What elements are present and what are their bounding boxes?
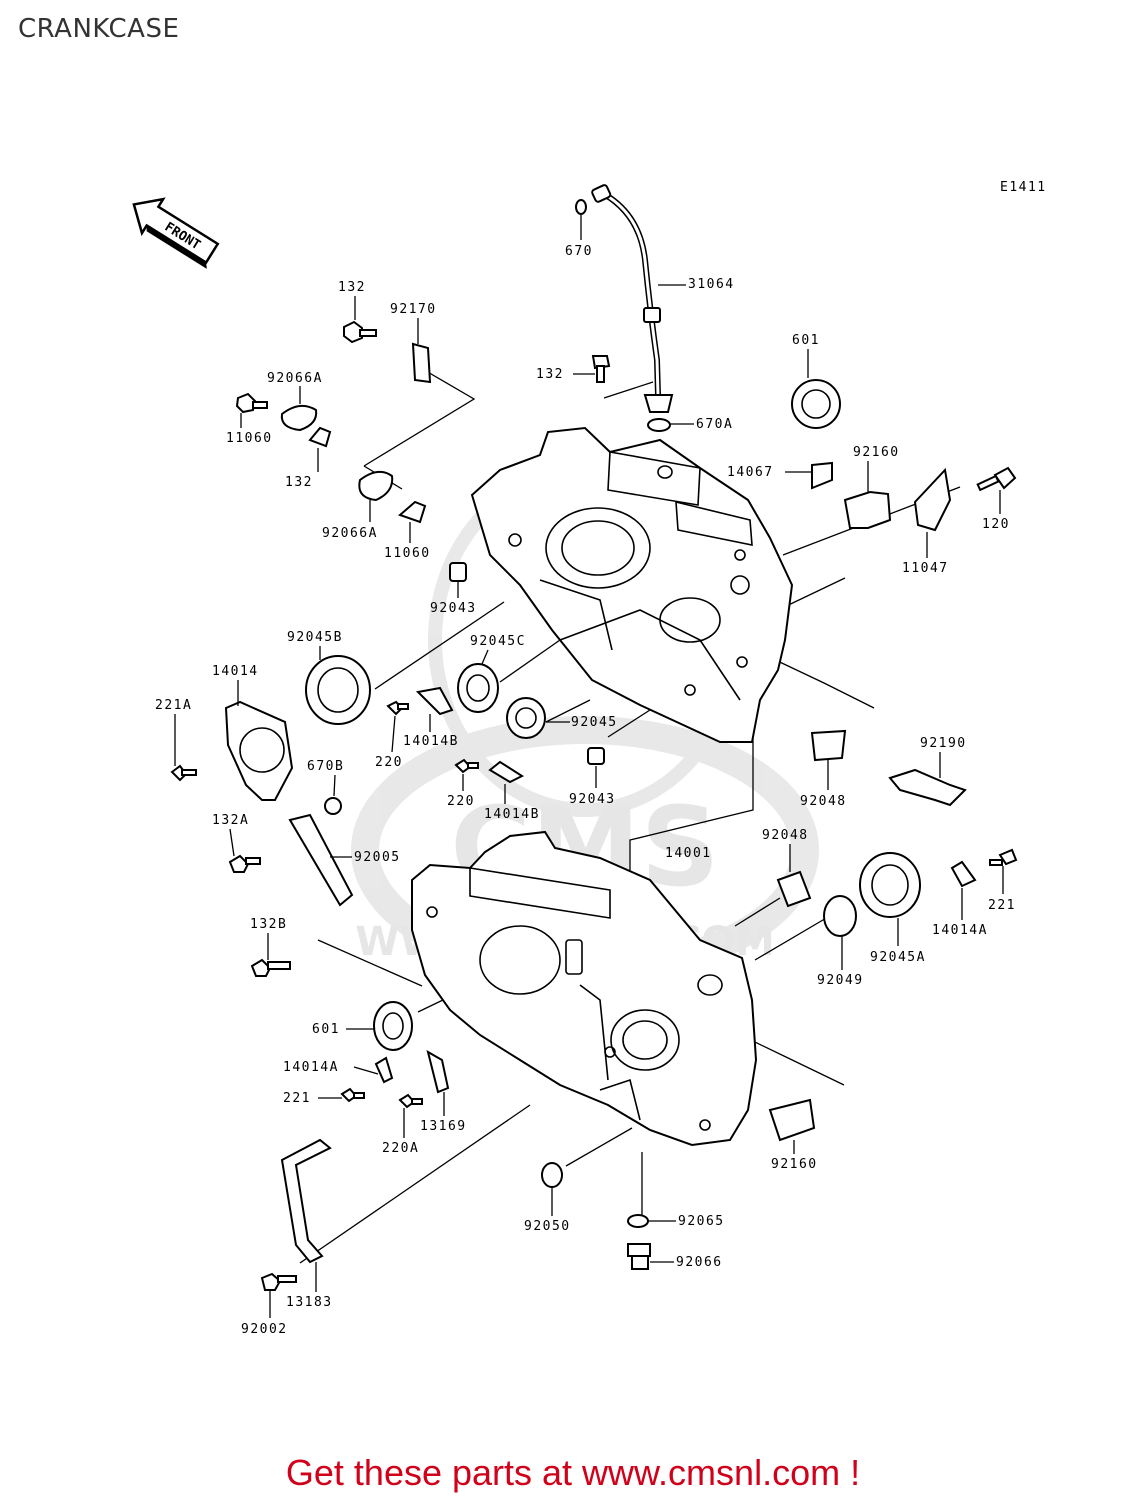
part-callout: 601 xyxy=(792,333,820,348)
part-callout: 14014 xyxy=(212,664,259,679)
part-callout: 92002 xyxy=(241,1322,288,1337)
callout-leaders xyxy=(174,215,1004,1318)
part-callout: 220 xyxy=(447,794,475,809)
part-callout: 132A xyxy=(212,813,249,828)
part-callout: 92066 xyxy=(676,1255,723,1270)
part-callout: 92160 xyxy=(853,445,900,460)
upper-crankcase-half xyxy=(470,426,794,743)
part-callout: 132 xyxy=(285,475,313,490)
part-callout: 92065 xyxy=(678,1214,725,1229)
part-callout: 11060 xyxy=(384,546,431,561)
part-callout: 221 xyxy=(283,1091,311,1106)
page-title: CRANKCASE xyxy=(18,14,180,44)
part-callout: 601 xyxy=(312,1022,340,1037)
part-callout: 13183 xyxy=(286,1295,333,1310)
part-callout: 670 xyxy=(565,244,593,259)
part-callout: 221A xyxy=(155,698,192,713)
part-callout: 14014A xyxy=(932,923,988,938)
part-callout: 92048 xyxy=(762,828,809,843)
cmsnl-footer-link[interactable]: Get these parts at www.cmsnl.com ! xyxy=(285,1452,861,1493)
part-callout: 13169 xyxy=(420,1119,467,1134)
small-parts xyxy=(170,199,1018,1291)
part-callout: 31064 xyxy=(688,277,735,292)
diagram-ref-code: E1411 xyxy=(1000,180,1047,195)
part-callout: 92045B xyxy=(287,630,343,645)
part-callout: 92005 xyxy=(354,850,401,865)
part-callout: 92050 xyxy=(524,1219,571,1234)
part-callout: 132 xyxy=(536,367,564,382)
part-callouts: 670 31064 132 92170 92066A 132 11060 132… xyxy=(155,244,1016,1337)
part-callout: 92043 xyxy=(430,601,477,616)
part-callout: 132 xyxy=(338,280,366,295)
part-callout: 670B xyxy=(307,759,344,774)
part-callout: 92170 xyxy=(390,302,437,317)
part-callout: 11060 xyxy=(226,431,273,446)
front-arrow-icon: FRONT xyxy=(132,197,220,269)
part-callout: 221 xyxy=(988,898,1016,913)
part-callout: 92045 xyxy=(571,715,618,730)
part-callout: 92045A xyxy=(870,950,926,965)
part-callout: 92048 xyxy=(800,794,847,809)
part-callout: 132B xyxy=(250,917,287,932)
part-callout: 11047 xyxy=(902,561,949,576)
part-callout: 92160 xyxy=(771,1157,818,1172)
part-callout: 670A xyxy=(696,417,733,432)
part-callout: 14001 xyxy=(665,846,712,861)
part-callout: 92066A xyxy=(267,371,323,386)
part-callout: 14014B xyxy=(403,734,459,749)
part-callout: 220A xyxy=(382,1141,419,1156)
oil-pipe xyxy=(591,184,674,413)
part-callout: 92043 xyxy=(569,792,616,807)
part-callout: 14014A xyxy=(283,1060,339,1075)
part-callout: 14014B xyxy=(484,807,540,822)
part-callout: 120 xyxy=(982,517,1010,532)
lower-crankcase-half xyxy=(411,830,758,1147)
part-callout: 92066A xyxy=(322,526,378,541)
part-callout: 92049 xyxy=(817,973,864,988)
part-callout: 220 xyxy=(375,755,403,770)
part-callout: 14067 xyxy=(727,465,774,480)
part-callout: 92190 xyxy=(920,736,967,751)
part-callout: 92045C xyxy=(470,634,526,649)
